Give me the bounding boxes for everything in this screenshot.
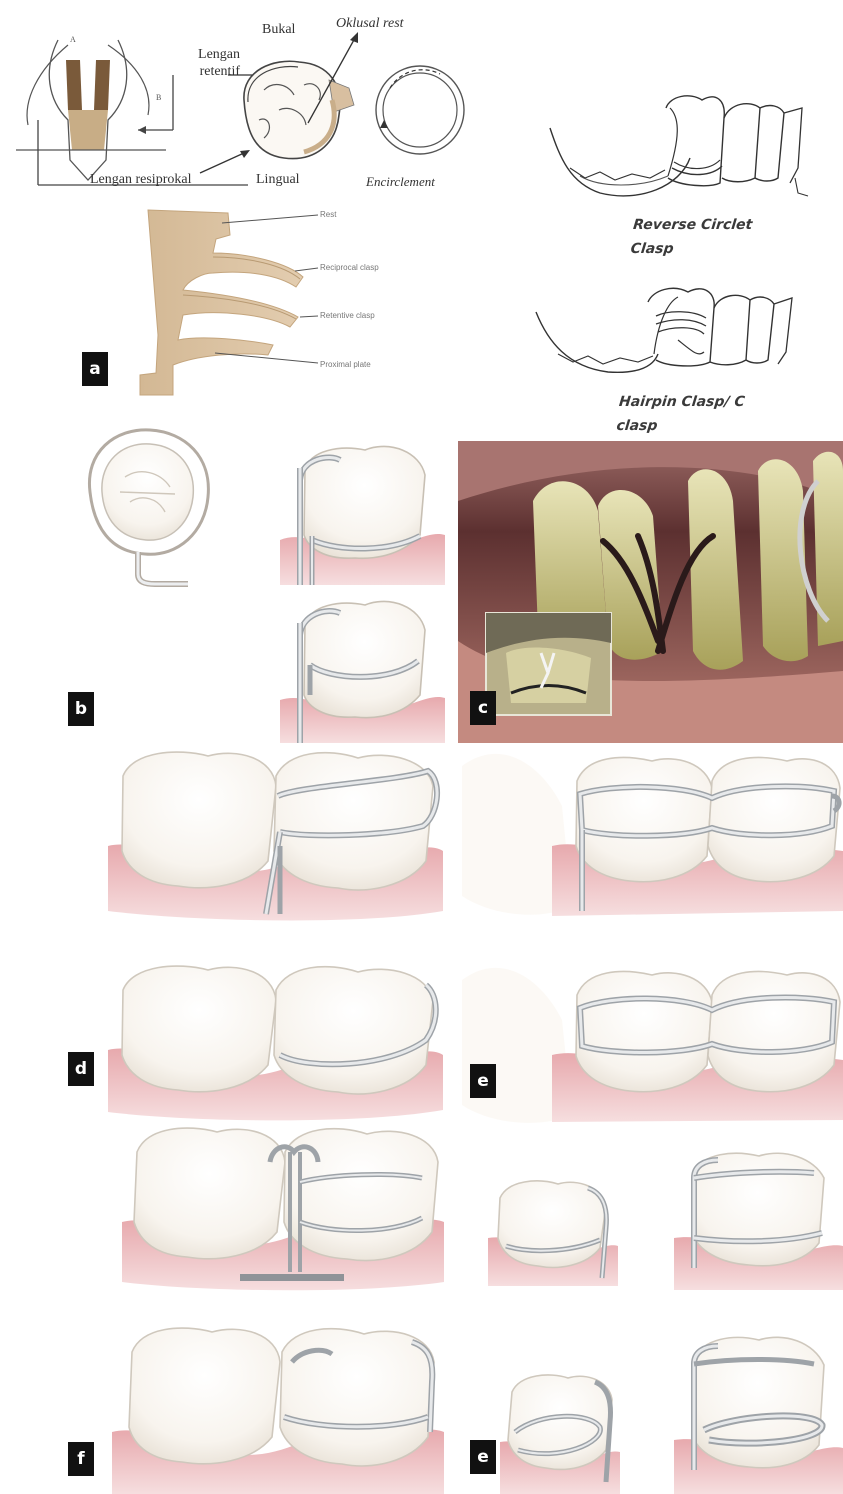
premolar-clasp-upper xyxy=(488,1178,618,1290)
hairpin-clasp-drawing xyxy=(528,282,808,392)
component-leader-lines xyxy=(200,205,330,375)
svg-text:B: B xyxy=(156,93,161,102)
panel-badge-d: d xyxy=(68,1052,94,1086)
panel-c-photo: c xyxy=(458,441,843,743)
caption-hairpin: Hairpin Clasp/ C clasp xyxy=(616,390,781,434)
molar-clasp-upper xyxy=(280,440,445,585)
molar-hairpin-clasp-right xyxy=(674,1330,843,1494)
premolar-hairpin-clasp xyxy=(500,1372,620,1494)
molar-ring-clasp-right xyxy=(674,1148,843,1290)
oklusal-rest-arrow xyxy=(300,28,370,128)
ring-clasp-molars-upper-left xyxy=(108,746,443,918)
label-rest: Rest xyxy=(320,210,336,219)
lingual-arrow xyxy=(200,145,260,175)
label-retentive-clasp: Retentive clasp xyxy=(320,311,375,320)
panel-badge-a: a xyxy=(82,352,108,386)
label-proximal-plate: Proximal plate xyxy=(320,360,371,369)
occlusal-ring-clasp-tooth xyxy=(80,422,220,587)
panel-badge-e: e xyxy=(470,1064,496,1098)
encirclement-ring xyxy=(370,60,470,160)
label-lingual: Lingual xyxy=(256,172,300,188)
panel-badge-f: f xyxy=(68,1442,94,1476)
t-bar-clasp-molars xyxy=(122,1122,444,1290)
caption-reverse-circlet: Reverse Circlet Clasp xyxy=(630,213,795,260)
bar-clasp-molars xyxy=(112,1322,444,1494)
ring-clasp-molars-lower-left xyxy=(108,960,443,1120)
reverse-circlet-clasp-drawing xyxy=(540,88,820,218)
photo-inset xyxy=(486,613,611,715)
label-reciprocal-clasp: Reciprocal clasp xyxy=(320,263,379,272)
label-encirclement: Encirclement xyxy=(366,174,435,190)
svg-text:A: A xyxy=(70,35,76,44)
panel-badge-b: b xyxy=(68,692,94,726)
panel-badge-c: c xyxy=(470,691,496,725)
embrasure-clasp-molars-upper-right xyxy=(462,746,843,918)
panel-badge-e-lower: e xyxy=(470,1440,496,1474)
clasp-cross-section-diagram: A B xyxy=(8,30,178,220)
label-lengan-resiprokal: Lengan resiprokal xyxy=(90,172,191,188)
label-bukal: Bukal xyxy=(262,22,295,38)
molar-clasp-lower xyxy=(280,595,445,743)
embrasure-clasp-molars-lower-right xyxy=(462,960,843,1125)
